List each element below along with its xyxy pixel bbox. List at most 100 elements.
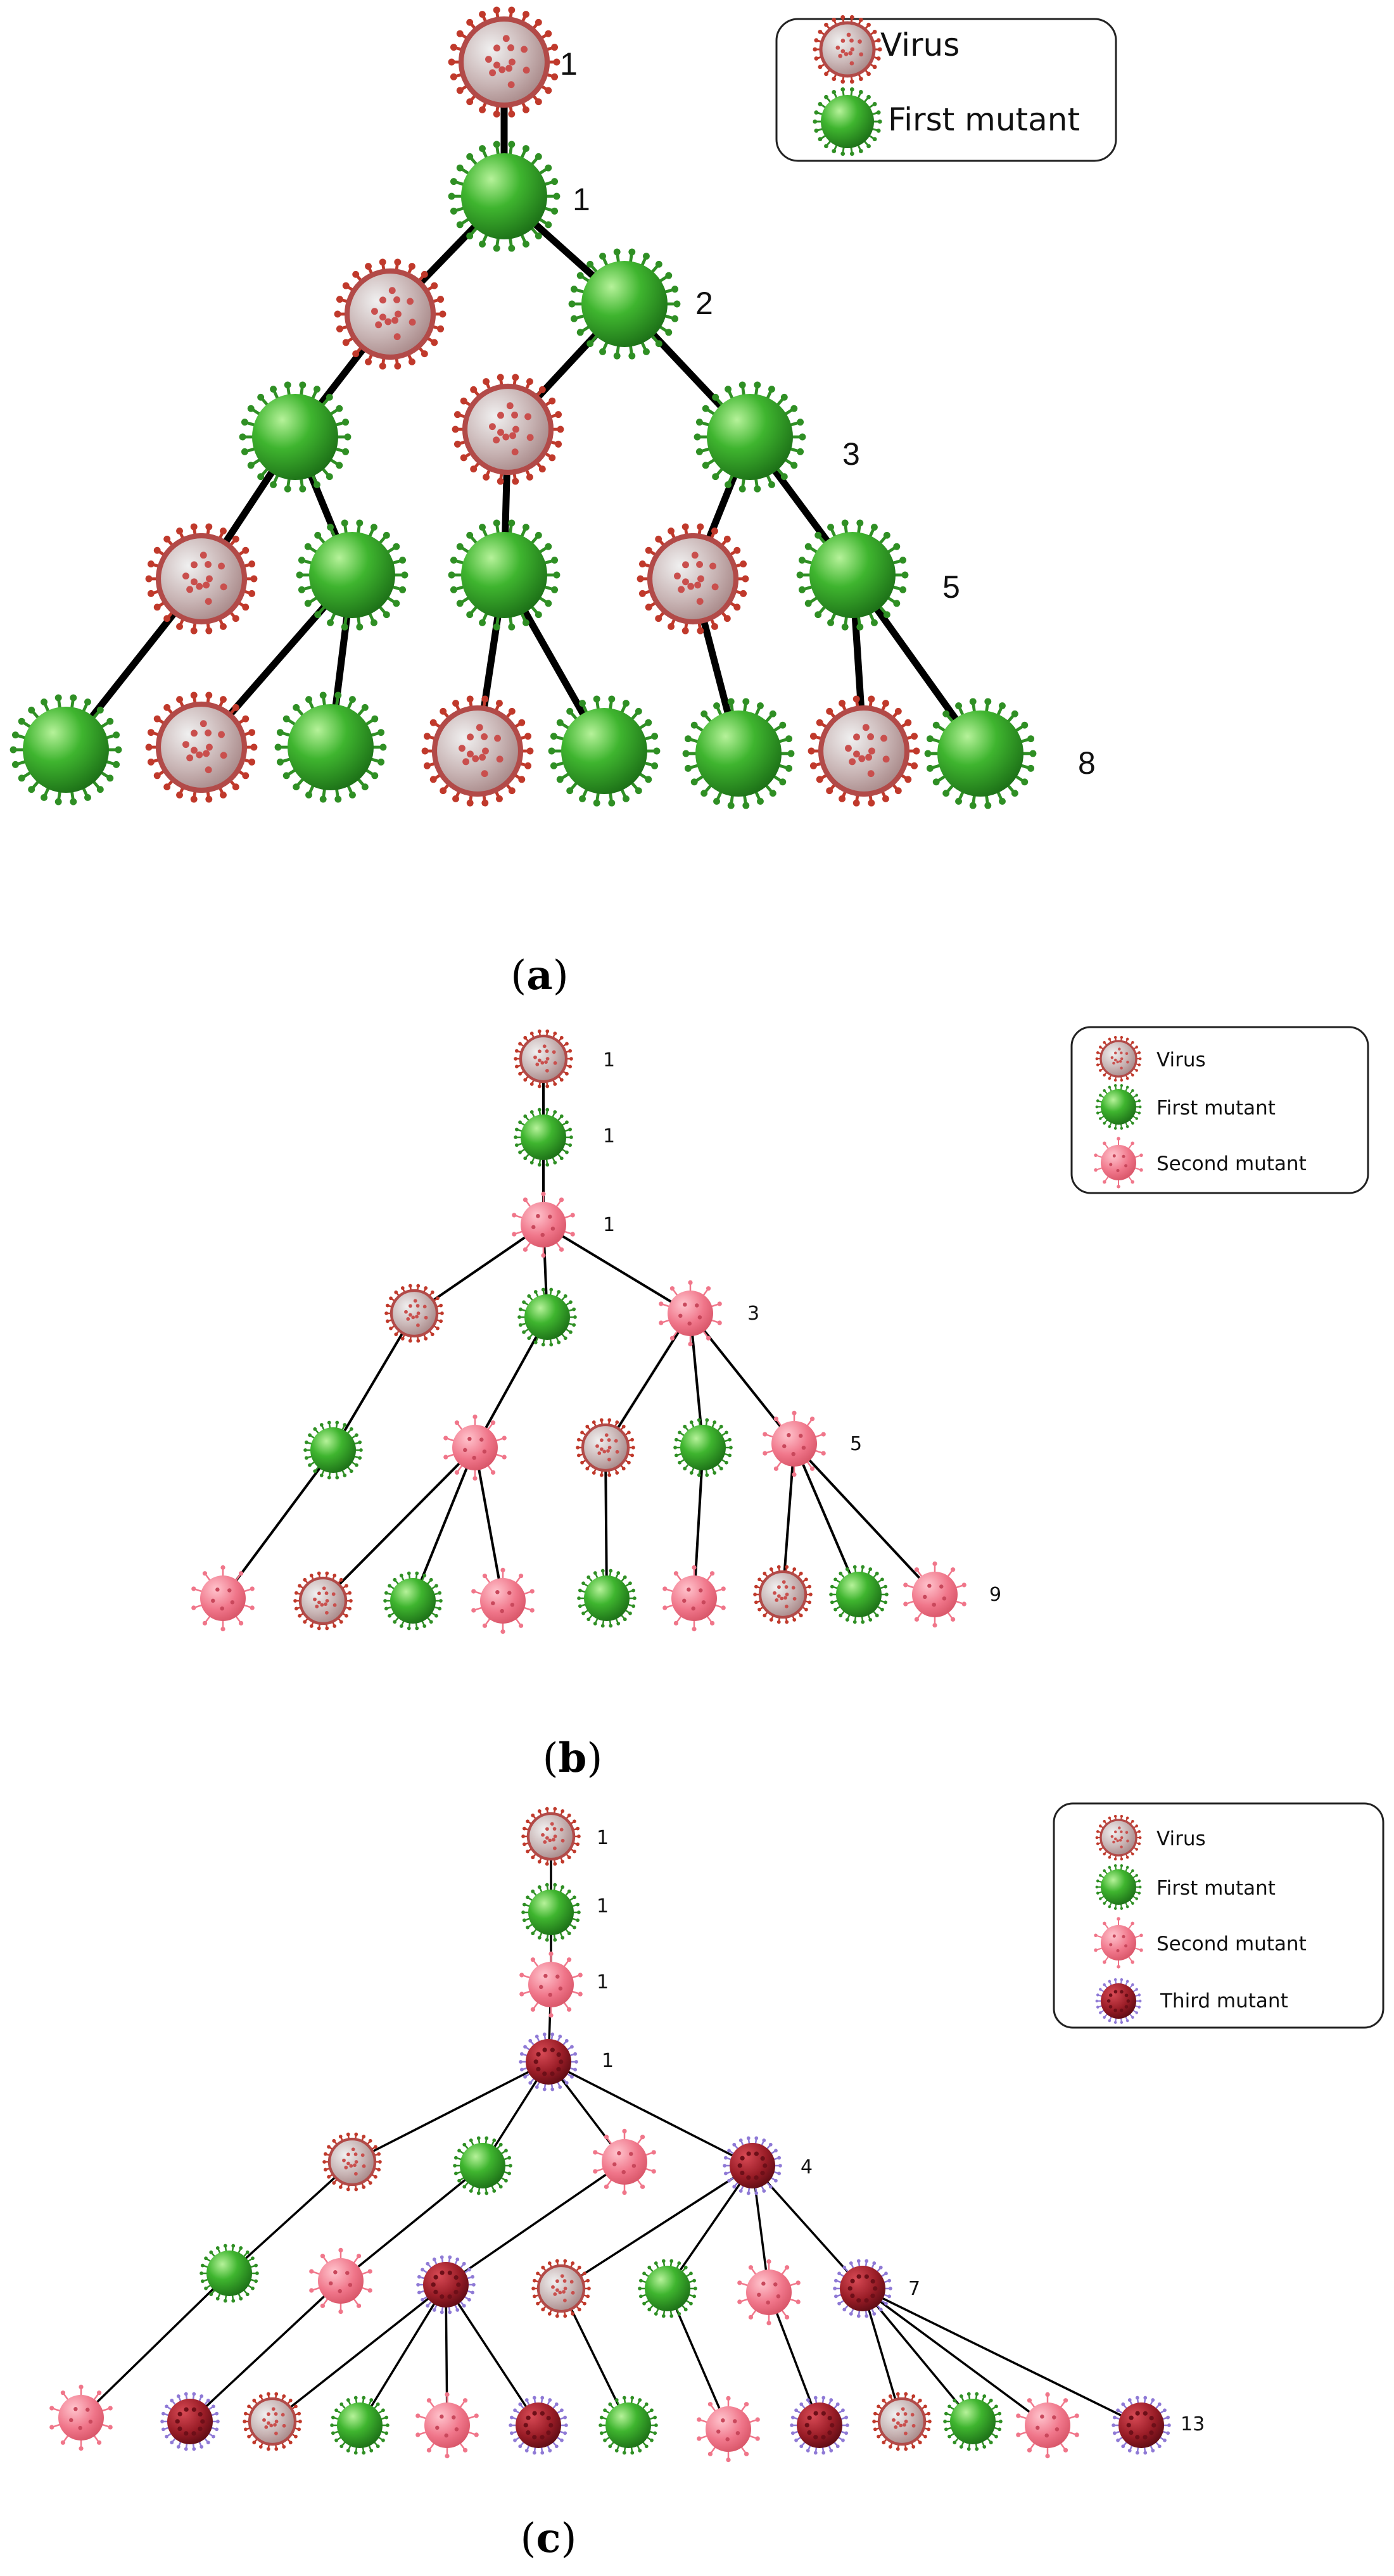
tree-nodes	[49, 1807, 1171, 2463]
coronavirus-red-icon	[531, 2259, 591, 2318]
tree-edge	[560, 2164, 754, 2290]
coronavirus-green-icon	[577, 1569, 637, 1628]
legend-label-second-mutant: Second mutant	[1156, 1933, 1307, 1955]
coronavirus-green-icon	[517, 1287, 577, 1347]
coronavirus-red-icon	[293, 1571, 353, 1631]
level-count: 7	[908, 2278, 920, 2300]
coronavirus-green-icon	[274, 691, 387, 803]
tree-edge	[693, 1446, 704, 1600]
panel-c: Virus First mutant Second mutant Third m…	[49, 1802, 1384, 2562]
coronavirus-green-icon	[1095, 1864, 1142, 1910]
tree-edge	[666, 2164, 754, 2290]
coronavirus-green-icon	[673, 1418, 733, 1477]
coronavirus-red-icon	[637, 523, 749, 635]
panel-caption: (c)	[521, 2515, 577, 2562]
tree-edge	[604, 1312, 692, 1449]
coronavirus-pink-icon	[309, 2247, 372, 2314]
coronavirus-red-icon	[384, 1284, 444, 1343]
tree-edge	[604, 1446, 608, 1600]
coronavirus-pink-icon	[903, 1561, 966, 1628]
level-count: 1	[603, 1214, 615, 1236]
coronavirus-pink-icon	[443, 1414, 507, 1481]
coronavirus-red-icon	[243, 2392, 302, 2451]
coronavirus-darkred-icon	[790, 2396, 849, 2455]
coronavirus-pink-icon	[662, 1565, 726, 1632]
legend-label-virus: Virus	[1156, 1828, 1206, 1850]
coronavirus-red-icon	[753, 1565, 813, 1624]
tree-nodes	[10, 6, 1037, 809]
tree-edge	[689, 1312, 795, 1445]
level-count: 3	[842, 436, 860, 472]
coronavirus-pink-icon	[659, 1280, 722, 1347]
coronavirus-green-icon	[599, 2396, 658, 2455]
coronavirus-red-icon	[448, 6, 561, 118]
level-count: 5	[942, 569, 960, 605]
level-count: 1	[573, 182, 590, 217]
tree-edge	[351, 2061, 550, 2163]
coronavirus-pink-icon	[737, 2259, 801, 2326]
tree-edge	[332, 1312, 415, 1451]
legend-label-third-mutant: Third mutant	[1160, 1990, 1288, 2012]
coronavirus-pink-icon	[519, 1951, 583, 2018]
coronavirus-green-icon	[924, 698, 1037, 809]
level-count: 1	[597, 1895, 609, 1917]
tree-edge	[768, 2291, 821, 2427]
coronavirus-green-icon	[548, 695, 661, 807]
tree-edge	[782, 1443, 795, 1596]
coronavirus-red-icon	[421, 695, 534, 807]
level-count: 5	[850, 1433, 862, 1455]
level-count: 13	[1181, 2413, 1205, 2435]
tree-edges	[80, 1835, 1143, 2430]
tree-edge	[412, 1446, 476, 1602]
coronavirus-green-icon	[682, 698, 795, 809]
legend-box	[1053, 1802, 1384, 2029]
coronavirus-pink-icon	[1094, 1137, 1143, 1189]
panel-b: Virus First mutant Second mutant 1 1 1 3…	[191, 1026, 1369, 1782]
coronavirus-green-icon	[943, 2392, 1003, 2451]
coronavirus-green-icon	[521, 1883, 581, 1942]
legend-label-first-mutant: First mutant	[1156, 1097, 1276, 1120]
coronavirus-darkred-icon	[1095, 1978, 1142, 2024]
coronavirus-pink-icon	[471, 1567, 535, 1634]
coronavirus-green-icon	[239, 381, 352, 493]
coronavirus-red-icon	[452, 374, 564, 485]
coronavirus-pink-icon	[49, 2384, 113, 2451]
coronavirus-green-icon	[694, 381, 806, 493]
coronavirus-green-icon	[453, 2136, 512, 2195]
tree-edge	[445, 2283, 540, 2427]
level-count: 3	[747, 1303, 759, 1325]
coronavirus-darkred-icon	[833, 2259, 892, 2318]
coronavirus-darkred-icon	[416, 2255, 476, 2314]
coronavirus-red-icon	[576, 1418, 635, 1477]
level-count: 9	[989, 1584, 1001, 1606]
tree-edge	[80, 2272, 231, 2419]
legend-label-virus: Virus	[1156, 1049, 1206, 1071]
tree-edge	[861, 2287, 1143, 2427]
coronavirus-green-icon	[383, 1571, 443, 1631]
coronavirus-green-icon	[200, 2244, 259, 2303]
coronavirus-red-icon	[1095, 1035, 1142, 1082]
tree-edge	[542, 1223, 692, 1315]
coronavirus-red-icon	[521, 1807, 581, 1866]
coronavirus-pink-icon	[1016, 2392, 1079, 2459]
panel-caption: (b)	[543, 1734, 603, 1782]
coronavirus-green-icon	[10, 694, 122, 805]
tree-edge	[793, 1443, 936, 1596]
tree-edge	[861, 2287, 1049, 2427]
legend-label-first-mutant: First mutant	[888, 101, 1080, 138]
legend-label-first-mutant: First mutant	[1156, 1877, 1276, 1900]
coronavirus-red-icon	[872, 2392, 932, 2451]
tree-edge	[322, 1446, 476, 1602]
coronavirus-green-icon	[514, 1108, 573, 1167]
coronavirus-red-icon	[1095, 1814, 1142, 1861]
legend-label-second-mutant: Second mutant	[1156, 1152, 1307, 1175]
coronavirus-red-icon	[145, 523, 258, 635]
tree-edge	[547, 2061, 754, 2167]
coronavirus-green-icon	[568, 248, 681, 360]
level-count: 1	[602, 2050, 614, 2072]
level-count: 1	[597, 1971, 609, 1993]
coronavirus-green-icon	[796, 519, 909, 631]
tree-edge	[474, 1316, 548, 1449]
level-count: 1	[603, 1125, 615, 1147]
